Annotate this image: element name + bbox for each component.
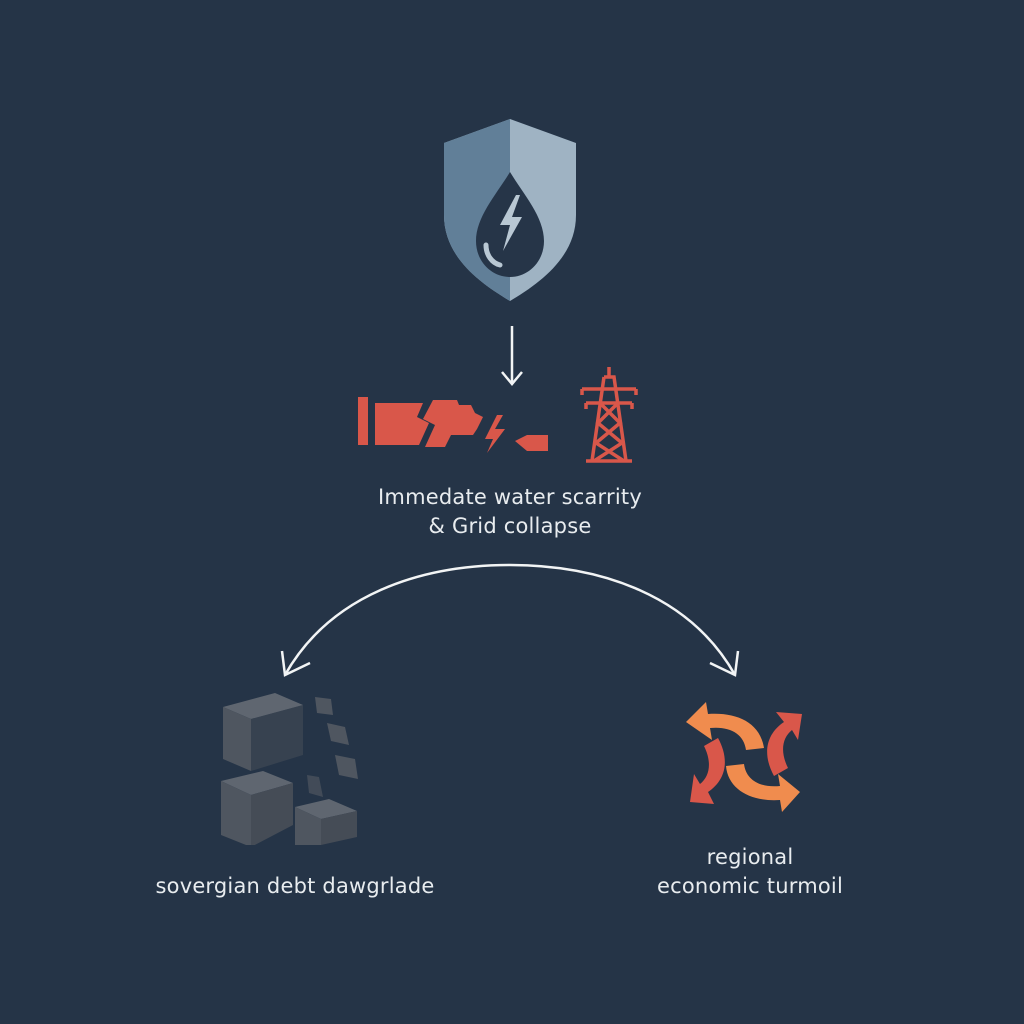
right-node-label: regional economic turmoil bbox=[600, 843, 900, 901]
middle-label-line-1: Immedate water scarrity bbox=[378, 485, 642, 509]
right-label-line-2: economic turmoil bbox=[657, 874, 843, 898]
crumbling-cubes-icon bbox=[215, 685, 365, 845]
right-label-line-1: regional bbox=[706, 845, 794, 869]
broken-pipe-icon bbox=[355, 395, 550, 455]
left-node-label: sovergian debt dawgrlade bbox=[155, 874, 435, 898]
middle-label-line-2: & Grid collapse bbox=[428, 514, 592, 538]
power-transmission-tower-icon bbox=[578, 365, 640, 463]
arrow-down-connector bbox=[500, 324, 524, 388]
shield-water-drop-lightning-icon bbox=[440, 117, 580, 303]
circular-arrows-turmoil-icon bbox=[678, 692, 814, 824]
curved-branch-arrow bbox=[270, 555, 750, 685]
middle-node-label: Immedate water scarrity & Grid collapse bbox=[300, 483, 720, 541]
lightning-icon bbox=[485, 415, 505, 453]
